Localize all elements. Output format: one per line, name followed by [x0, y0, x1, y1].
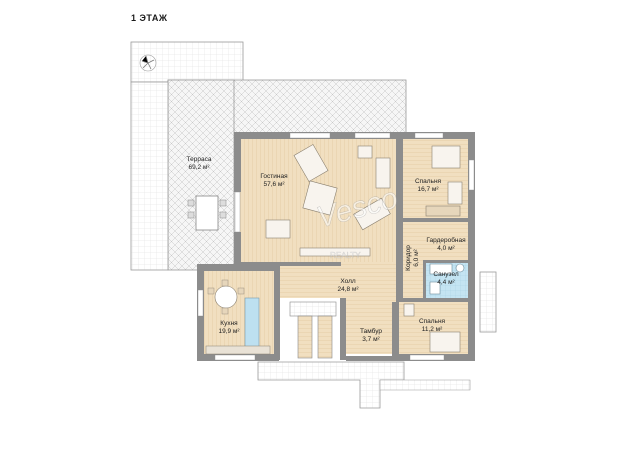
label-kitchen-area: 19,9 м² — [218, 328, 240, 335]
label-bedroom1-name: Спальня — [415, 178, 442, 185]
label-bedroom2-name: Спальня — [419, 318, 446, 325]
label-vestibule-area: 3,7 м² — [362, 336, 380, 343]
vestibule-floor — [346, 302, 392, 354]
label-bathroom-area: 4,4 м² — [437, 279, 455, 286]
label-wardrobe-area: 4,0 м² — [437, 245, 455, 252]
label-bedroom1-area: 16,7 м² — [417, 186, 439, 193]
terrace-table-icon — [187, 195, 227, 231]
entrance-porch — [257, 271, 497, 409]
windows — [197, 132, 475, 361]
label-bedroom2-area: 11,2 м² — [422, 326, 443, 333]
watermark-sub: REALTY — [330, 251, 361, 260]
label-hall-name: Холл — [340, 278, 356, 285]
room-labels: Терраса 69,2 м² Гостиная 57,6 м² Спальня… — [187, 156, 467, 343]
label-terrace-name: Терраса — [187, 156, 212, 163]
living-sofa-set-icon — [265, 144, 391, 257]
label-wardrobe-name: Гардеробная — [426, 236, 466, 244]
label-bathroom-name: Санузел — [433, 271, 459, 278]
label-corridor-area: 6,0 м² — [413, 248, 420, 266]
bedroom1-bed-icon — [425, 145, 463, 217]
staircase — [289, 301, 337, 359]
label-living-area: 57,6 м² — [263, 181, 285, 188]
kitchen-floor — [203, 270, 275, 354]
label-vestibule-name: Тамбур — [360, 327, 382, 335]
label-hall-area: 24,8 м² — [337, 286, 359, 293]
label-living-name: Гостиная — [260, 173, 288, 180]
floor-title: 1 ЭТАЖ — [131, 13, 168, 23]
kitchen-furniture-icon — [205, 279, 271, 355]
bedroom2-bed-icon — [403, 303, 461, 353]
label-corridor-name: Коридор — [405, 245, 412, 271]
plant-icon — [139, 54, 157, 72]
label-kitchen-name: Кухня — [220, 320, 238, 327]
bathroom-fixtures-icon — [429, 263, 465, 295]
corridor-floor — [403, 222, 423, 298]
label-terrace-area: 69,2 м² — [188, 164, 210, 171]
